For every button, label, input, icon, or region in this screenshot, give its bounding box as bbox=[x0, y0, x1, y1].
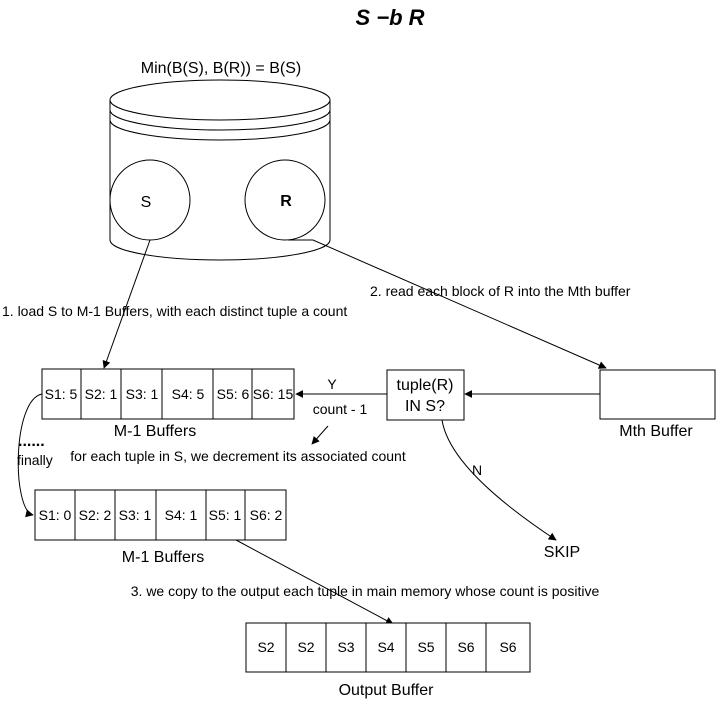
step1-label: 1. load S to M-1 Buffers, with each dist… bbox=[2, 303, 347, 319]
output-cell: S2 bbox=[257, 639, 274, 655]
output-cell: S5 bbox=[417, 639, 434, 655]
output-cell: S4 bbox=[377, 639, 394, 655]
decision-line1: tuple(R) bbox=[397, 377, 454, 394]
mth-buffer bbox=[599, 369, 716, 420]
yes-label: Y bbox=[327, 376, 337, 392]
buffer-cell: S6: 2 bbox=[250, 507, 283, 523]
load-s-arrow bbox=[102, 239, 151, 369]
diagram-title: S −b R bbox=[355, 5, 424, 30]
step2-label: 2. read each block of R into the Mth buf… bbox=[370, 283, 631, 299]
buffer-cell: S3: 1 bbox=[119, 507, 152, 523]
finally-arrow bbox=[17, 393, 43, 518]
step3-label: 3. we copy to the output each tuple in m… bbox=[131, 583, 600, 599]
decrement-note: for each tuple in S, we decrement its as… bbox=[70, 448, 406, 464]
final-buffers: S1: 0 S2: 2 S3: 1 S4: 1 S5: 1 S6: 2 bbox=[34, 489, 287, 541]
buffer-cell: S2: 2 bbox=[79, 507, 112, 523]
dots-label: ...... bbox=[18, 433, 45, 450]
read-r-arrow bbox=[288, 239, 607, 369]
decision-box bbox=[386, 369, 465, 421]
buffer-cell: S1: 5 bbox=[45, 386, 78, 402]
output-buffer-label: Output Buffer bbox=[339, 682, 435, 699]
mth-buffer-label: Mth Buffer bbox=[619, 423, 693, 440]
buffer-cell: S1: 0 bbox=[39, 507, 72, 523]
output-buffer: S2 S2 S3 S4 S5 S6 S6 bbox=[245, 622, 531, 673]
output-cell: S6 bbox=[457, 639, 474, 655]
decision-line2: IN S? bbox=[405, 398, 445, 415]
output-cell: S6 bbox=[499, 639, 516, 655]
buffer-cell: S5: 6 bbox=[217, 386, 250, 402]
buffer-cell: S6: 15 bbox=[253, 386, 294, 402]
final-buffers-label: M-1 Buffers bbox=[122, 549, 204, 566]
initial-buffers-label: M-1 Buffers bbox=[114, 423, 196, 440]
buffer-cell: S5: 1 bbox=[209, 507, 242, 523]
buffer-cell: S4: 1 bbox=[165, 507, 198, 523]
copy-output-arrow bbox=[235, 539, 394, 625]
output-cell: S3 bbox=[337, 639, 354, 655]
finally-label: finally bbox=[17, 452, 53, 468]
output-cell: S2 bbox=[297, 639, 314, 655]
count-minus-label: count - 1 bbox=[313, 401, 368, 417]
r-relation-circle bbox=[244, 159, 326, 241]
skip-label: SKIP bbox=[544, 544, 580, 561]
buffer-cell: S2: 1 bbox=[85, 386, 118, 402]
decrement-arrow bbox=[311, 425, 329, 445]
buffer-cell: S4: 5 bbox=[172, 386, 205, 402]
condition-label: Min(B(S), B(R)) = B(S) bbox=[141, 60, 301, 77]
disk-cylinder: S R bbox=[109, 79, 331, 261]
no-arrow bbox=[441, 419, 557, 541]
s-relation-label: S bbox=[141, 194, 152, 211]
r-relation-label: R bbox=[280, 193, 292, 210]
buffer-cell: S3: 1 bbox=[126, 386, 159, 402]
initial-buffers: S1: 5 S2: 1 S3: 1 S4: 5 S5: 6 S6: 15 bbox=[41, 368, 295, 420]
no-label: N bbox=[472, 462, 482, 478]
